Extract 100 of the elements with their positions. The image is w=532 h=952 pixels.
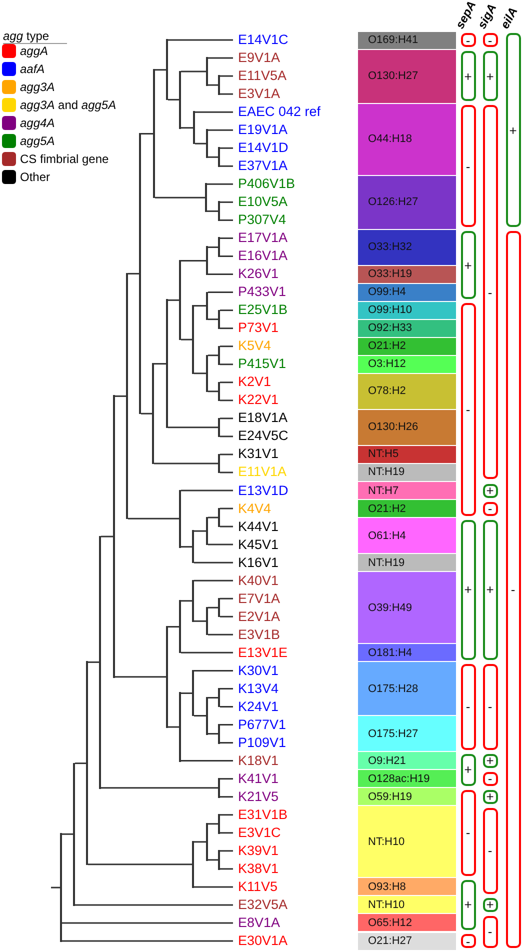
tree-branch: [101, 536, 113, 538]
serotype-block: O78:H2: [358, 374, 456, 409]
strain-label: E2V1A: [233, 608, 280, 626]
strain-label: E13V1E: [233, 644, 288, 662]
strain-label: P109V1: [233, 734, 286, 752]
serotype-block: NT:H10: [358, 806, 456, 878]
tree-branch: [194, 670, 233, 672]
serotype-block: NT:H5: [358, 446, 456, 463]
tree-branch: [168, 426, 218, 428]
gene-presence-capsule: +: [482, 790, 498, 804]
serotype-block: O39:H49: [358, 572, 456, 644]
strain-label: E37V1A: [233, 157, 288, 176]
tree-branch: [220, 616, 233, 618]
tree-branch: [128, 518, 179, 520]
serotype-block: O33:H32: [358, 230, 456, 265]
tree-branch: [208, 57, 233, 59]
tree-branch: [208, 129, 233, 131]
tree-branch: [194, 530, 206, 532]
tree-branch: [208, 859, 218, 861]
tree-branch: [220, 598, 233, 600]
strain-label: K40V1: [233, 572, 279, 590]
tree-branch: [141, 412, 152, 414]
tree-branch: [220, 796, 233, 798]
strain-label: E32V5A: [233, 896, 288, 914]
strain-label: K18V1: [233, 752, 279, 770]
tree-branch: [220, 256, 233, 257]
tree-branch: [208, 156, 218, 158]
strain-label: E17V1A: [233, 229, 288, 248]
strain-label: P73V1: [233, 319, 279, 338]
strain-label: E30V1A: [233, 932, 288, 950]
gene-presence-capsule: +: [460, 51, 476, 102]
serotype-block: O3:H12: [358, 356, 456, 373]
gene-presence-capsule: +: [506, 33, 520, 228]
tree-branch: [220, 436, 233, 438]
strain-label: K30V1: [233, 662, 279, 680]
tree-branch: [194, 886, 233, 888]
tree-branch: [181, 127, 193, 129]
strain-label: P677V1: [233, 716, 286, 734]
gene-presence-capsule: -: [482, 105, 498, 480]
serotype-block: O21:H2: [358, 338, 456, 355]
tree-branch: [181, 490, 233, 492]
serotype-block: O181:H4: [358, 644, 456, 662]
tree-branch: [168, 299, 179, 301]
tree-branch: [181, 600, 192, 602]
strain-label: P433V1: [233, 283, 286, 302]
serotype-block: O44:H18: [358, 104, 456, 175]
tree-branch: [168, 98, 179, 100]
gene-presence-capsule: -: [460, 33, 476, 48]
tree-branch: [208, 318, 218, 320]
tree-branch: [220, 418, 233, 420]
tree-branch: [207, 210, 218, 212]
strain-label: E16V1A: [233, 247, 288, 266]
serotype-block: NT:H19: [358, 464, 456, 481]
gene-presence-capsule: +: [482, 754, 498, 768]
strain-label: K5V4: [233, 337, 272, 356]
tree-branch: [220, 328, 233, 330]
tree-branch: [208, 390, 218, 392]
strain-label: P307V4: [233, 211, 286, 230]
serotype-block: O128ac:H19: [358, 770, 456, 788]
tree-branch: [208, 84, 218, 86]
strain-label: K31V1: [233, 445, 279, 464]
strain-label: K2V1: [233, 373, 272, 392]
tree-branch: [220, 814, 233, 816]
tree-branch: [220, 868, 233, 870]
serotype-block: O130:H26: [358, 410, 456, 445]
strain-label: E14V1C: [233, 31, 288, 49]
serotype-block: O65:H12: [358, 914, 456, 932]
tree-branch: [181, 260, 206, 262]
legend-label: agg4A: [20, 116, 55, 130]
tree-branch: [208, 823, 218, 825]
serotype-block: O59:H19: [358, 788, 456, 806]
strain-label: E19V1A: [233, 121, 288, 140]
strain-label: E7V1A: [233, 590, 280, 608]
serotype-block: NT:H10: [358, 896, 456, 914]
tree-branch: [220, 778, 233, 780]
tree-branch: [195, 142, 206, 144]
strain-label: P415V1: [233, 355, 286, 374]
tree-branch: [154, 363, 166, 365]
tree-branch: [220, 688, 233, 690]
tree-branch: [220, 75, 233, 77]
tree-branch: [195, 111, 233, 113]
tree-branch: [208, 634, 233, 636]
legend-label: agg3A: [20, 80, 55, 94]
strain-label: E11V5A: [233, 67, 287, 86]
tree-branch: [194, 715, 206, 716]
tree-branch: [154, 462, 218, 464]
tree-branch: [155, 69, 166, 71]
tree-branch: [101, 787, 218, 789]
tree-branch: [220, 472, 233, 474]
tree-branch: [220, 310, 233, 312]
gene-presence-capsule: +: [460, 231, 476, 300]
tree-branch: [194, 580, 233, 582]
tree-branch: [62, 922, 233, 924]
gene-presence-capsule: +: [482, 520, 498, 660]
tree-branch: [194, 372, 206, 374]
tree-branch: [220, 147, 233, 149]
strain-label: K16V1: [233, 554, 279, 572]
strain-label: E31V1B: [233, 806, 288, 824]
tree-branch: [208, 516, 218, 518]
tree-branch: [115, 676, 166, 678]
